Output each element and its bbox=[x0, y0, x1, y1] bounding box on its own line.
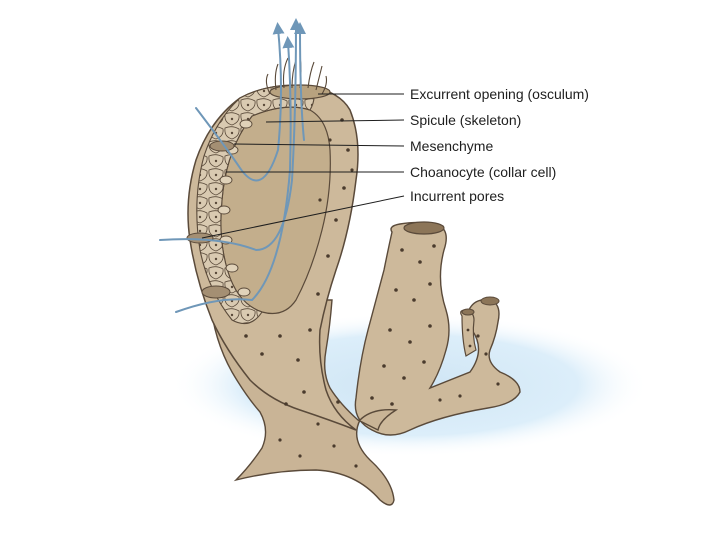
label-spicule: Spicule (skeleton) bbox=[410, 112, 522, 128]
tube-opening bbox=[480, 296, 500, 306]
branch-opening bbox=[403, 221, 445, 235]
leader-lines bbox=[201, 93, 405, 239]
leader-mesenchyme bbox=[233, 143, 405, 147]
leader-incurrent bbox=[201, 195, 405, 239]
label-incurrent-pores: Incurrent pores bbox=[410, 188, 505, 204]
pore-channels bbox=[186, 140, 235, 299]
flow-arrow-4 bbox=[294, 22, 307, 141]
label-mesenchyme: Mesenchyme bbox=[410, 138, 494, 154]
right-branch bbox=[354, 221, 521, 436]
surface-pores bbox=[244, 118, 500, 468]
leader-spicule bbox=[265, 119, 405, 123]
flow-arrow-1 bbox=[195, 22, 285, 182]
small-tube-opening bbox=[461, 308, 475, 316]
label-excurrent-opening: Excurrent opening (osculum) bbox=[410, 86, 589, 102]
label-choanocyte: Choanocyte (collar cell) bbox=[410, 164, 557, 180]
water-flow bbox=[159, 18, 307, 313]
flow-arrow-3 bbox=[175, 36, 295, 313]
